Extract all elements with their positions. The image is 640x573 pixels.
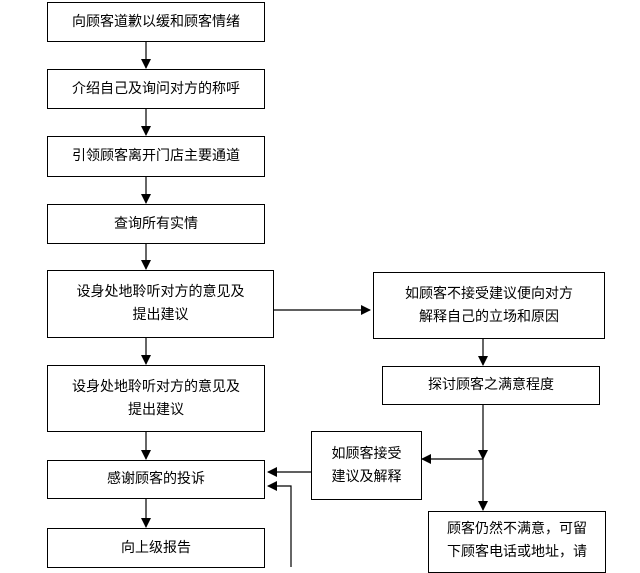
- arrow-return-to-thank: [267, 481, 292, 567]
- step-check-facts: 查询所有实情: [47, 204, 265, 244]
- step-satisfaction: 探讨顾客之满意程度: [382, 366, 600, 405]
- step-report: 向上级报告: [47, 528, 265, 568]
- step-thank: 感谢顾客的投诉: [47, 460, 265, 499]
- step-lead-away: 引领顾客离开门店主要通道: [47, 136, 265, 177]
- step-apologize: 向顾客道歉以缓和顾客情绪: [47, 2, 265, 42]
- step-listen-2: 设身处地聆听对方的意见及 提出建议: [47, 365, 265, 432]
- step-still-unhappy: 顾客仍然不满意，可留 下顾客电话或地址，请: [428, 511, 606, 573]
- step-accept: 如顾客接受 建议及解释: [311, 431, 422, 500]
- step-listen-1: 设身处地聆听对方的意见及 提出建议: [47, 270, 274, 338]
- step-introduce: 介绍自己及询问对方的称呼: [47, 69, 265, 109]
- step-explain: 如顾客不接受建议便向对方 解释自己的立场和原因: [373, 272, 605, 339]
